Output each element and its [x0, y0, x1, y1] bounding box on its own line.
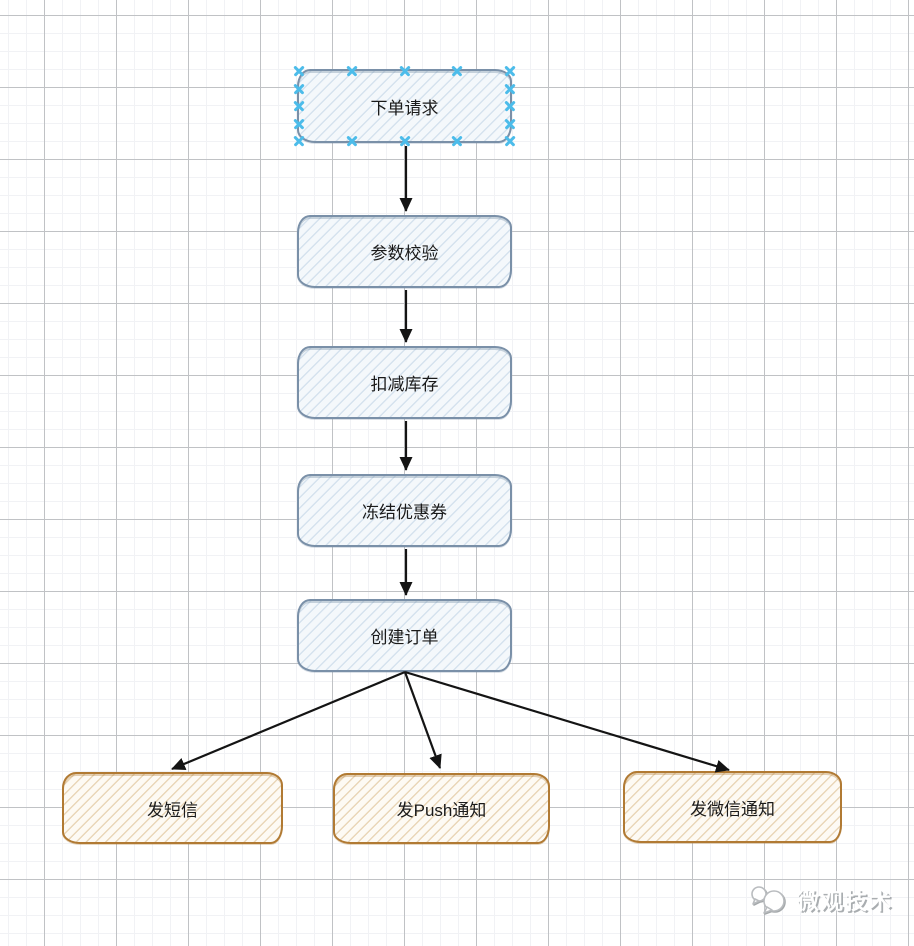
selection-x-icon — [293, 135, 305, 147]
node-label: 发Push通知 — [396, 801, 487, 820]
node-send-wechat[interactable]: 发微信通知 — [623, 771, 842, 843]
selection-x-icon — [346, 135, 358, 147]
selection-x-icon — [504, 100, 516, 112]
selection-x-icon — [293, 65, 305, 77]
node-param-validation[interactable]: 参数校验 — [297, 215, 512, 288]
selection-x-icon — [451, 65, 463, 77]
selection-handles — [299, 71, 510, 141]
node-deduct-inventory[interactable]: 扣减库存 — [297, 346, 512, 419]
node-label: 发微信通知 — [690, 799, 775, 819]
node-send-sms[interactable]: 发短信 — [62, 772, 283, 844]
watermark: 微观技术 — [748, 884, 893, 916]
node-label: 下单请求 — [370, 98, 439, 118]
edge-create-order-send-wechat[interactable] — [404, 670, 730, 773]
node-send-push[interactable]: 发Push通知 — [333, 773, 550, 844]
selection-x-icon — [451, 135, 463, 147]
chat-bubbles-logo-icon — [751, 886, 785, 914]
node-label: 创建订单 — [370, 628, 439, 647]
edge-create-order-send-sms[interactable] — [171, 670, 406, 771]
node-order-request[interactable]: 下单请求 — [297, 69, 512, 143]
selection-x-icon — [293, 118, 305, 130]
watermark-text: 微观技术 — [797, 889, 894, 914]
node-create-order[interactable]: 创建订单 — [297, 599, 512, 672]
selection-x-icon — [293, 83, 305, 95]
node-label: 发短信 — [147, 800, 198, 820]
selection-x-icon — [504, 65, 516, 77]
node-label: 扣减库存 — [370, 375, 439, 394]
selection-x-icon — [399, 135, 411, 147]
selection-x-icon — [504, 135, 516, 147]
node-freeze-coupon[interactable]: 冻结优惠券 — [297, 474, 512, 547]
selection-x-icon — [504, 118, 516, 130]
selection-x-icon — [504, 83, 516, 95]
selection-x-icon — [399, 65, 411, 77]
edge-create-order-send-push[interactable] — [403, 671, 442, 769]
node-label: 参数校验 — [370, 244, 439, 263]
selection-x-icon — [293, 100, 305, 112]
selection-x-icon — [346, 65, 358, 77]
node-label: 冻结优惠券 — [362, 503, 447, 522]
